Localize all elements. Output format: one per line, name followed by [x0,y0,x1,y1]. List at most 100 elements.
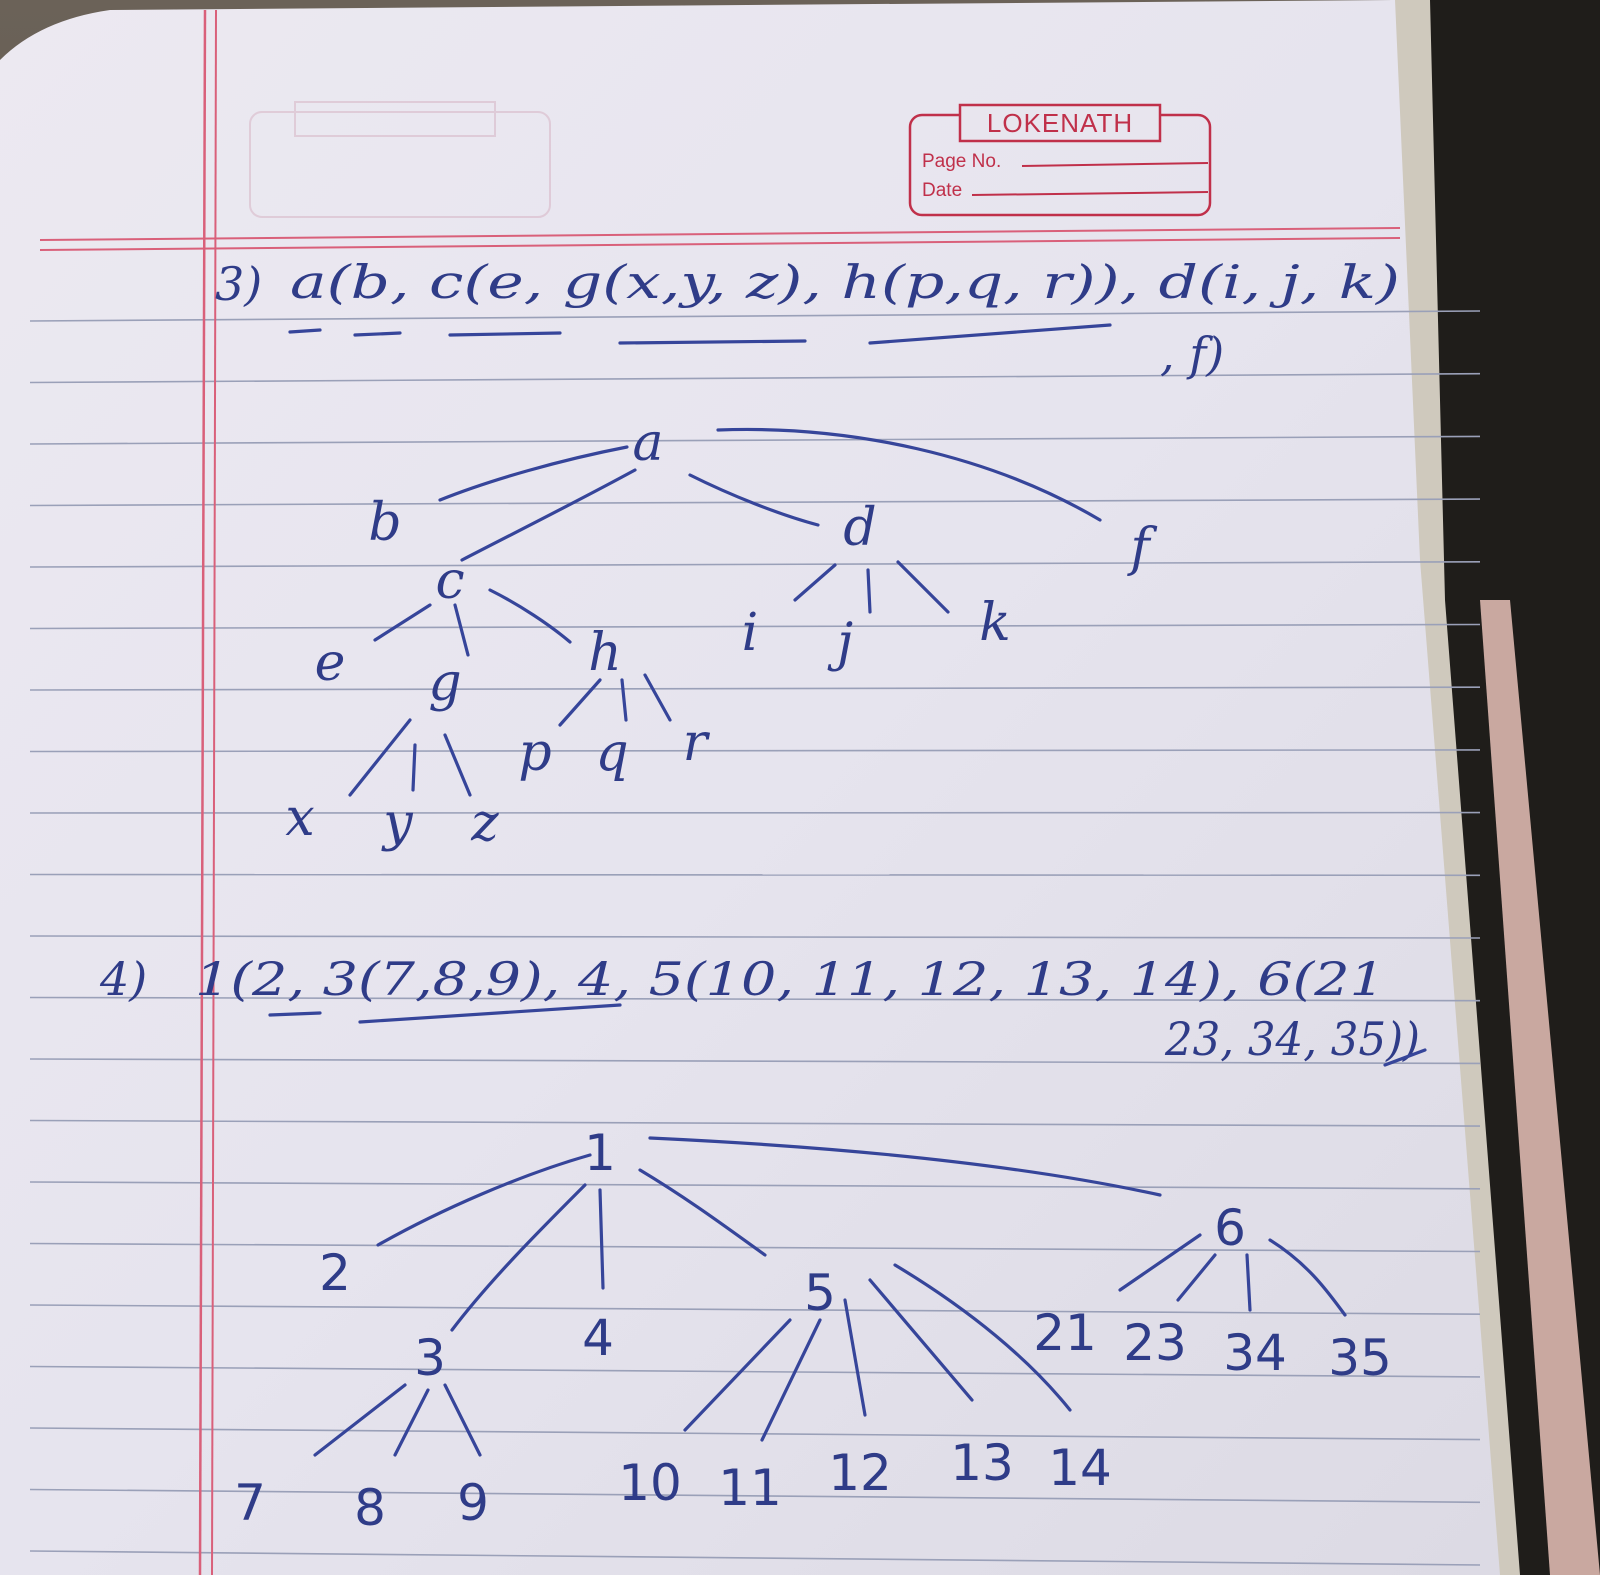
ruled-line [29,686,1481,691]
edge-a-d [688,473,820,527]
stamp-date-label: Date [922,180,962,201]
ruled-line [29,1304,1481,1315]
edge-c-g [453,603,470,657]
ruled-line [29,1058,1481,1065]
edge-a-f [716,427,1102,522]
bleed-through-stamp [249,101,551,218]
node-2: 2 [319,1244,351,1302]
edge-c-e [373,603,432,642]
edge-1-3 [450,1183,587,1332]
edge-3-9 [443,1383,482,1457]
node-9: 9 [457,1474,489,1532]
edge-a-b [438,445,629,502]
node-e: e [315,633,346,693]
problem-4-number: 4) [99,952,147,1006]
node-c: c [435,551,464,611]
problem-4: 4) 1(2, 3(7,8,9), 4, 5(10, 11, 12, 13, 1… [99,952,1427,1537]
node-3: 3 [414,1329,446,1387]
ruled-line [29,873,1481,877]
margin-line-top [39,227,1401,241]
problem-3-number: 3) [215,257,262,311]
node-10: 10 [618,1454,682,1512]
problem-4-expression-line2: 23, 34, 35)) [1164,1012,1420,1066]
ruled-line [29,310,1481,322]
edge-5-13 [868,1278,974,1402]
node-7: 7 [234,1474,266,1532]
node-21: 21 [1033,1304,1097,1362]
ruled-line [29,1427,1481,1441]
cover-edge [1480,600,1600,1575]
edge-h-p [558,678,602,727]
margin-line-left [198,9,207,1575]
ruled-line [29,749,1481,753]
margin-line-left-2 [211,9,217,1575]
node-k: k [979,593,1011,653]
problem-3-expression-line1: a(b, c(e, g(x,y, z), h(p,q, r)), d(i, j,… [290,255,1400,309]
node-x: x [285,788,314,848]
node-34: 34 [1223,1324,1287,1382]
node-13: 13 [950,1434,1014,1492]
page-edges [1390,0,1520,1575]
node-6: 6 [1214,1199,1246,1257]
edge-6-23 [1176,1253,1217,1302]
edge-h-r [643,673,672,722]
node-i: i [742,603,759,663]
ruled-line [29,935,1481,939]
edge-h-q [620,678,628,722]
edge-d-j [866,568,872,614]
edge-1-2 [376,1153,592,1247]
node-z: z [470,793,499,853]
edge-d-i [793,563,837,602]
problem-3-underlines [288,323,1112,345]
node-5: 5 [804,1264,836,1322]
problem-3-expression-line2: , f) [1160,327,1224,381]
ruled-line [29,1365,1481,1378]
node-35: 35 [1328,1329,1392,1387]
edge-6-21 [1118,1233,1202,1292]
node-1: 1 [584,1124,616,1182]
edge-g-y [411,743,417,792]
margin-line-top-2 [39,237,1401,251]
stamp-page-no-label: Page No. [922,151,1001,172]
node-12: 12 [828,1444,892,1502]
node-g: g [428,653,461,713]
ruled-lines [29,310,1481,1566]
edge-a-c [460,468,637,562]
edge-g-x [348,718,412,797]
problem-4-expression-line1: 1(2, 3(7,8,9), 4, 5(10, 11, 12, 13, 14),… [195,952,1385,1006]
node-b: b [368,493,401,553]
edge-3-7 [313,1383,407,1457]
edge-c-h [488,588,572,644]
edge-6-35 [1268,1238,1347,1317]
ruled-line [29,1181,1481,1190]
edge-1-4 [598,1188,605,1290]
ruled-line [29,1550,1481,1566]
edge-5-12 [843,1298,867,1417]
node-14: 14 [1048,1439,1112,1497]
node-y: y [381,793,413,853]
edge-d-k [896,560,950,614]
ruled-line [29,372,1481,384]
ruled-line [29,623,1481,630]
edge-g-z [443,733,472,797]
edge-5-10 [683,1318,792,1432]
node-23: 23 [1123,1314,1187,1372]
node-8: 8 [354,1479,386,1537]
node-d: d [843,498,876,558]
edge-5-11 [760,1318,822,1442]
ruled-line [29,1488,1481,1504]
notebook-page [0,0,1500,1575]
ruled-line [29,1119,1481,1127]
node-4: 4 [582,1309,614,1367]
node-p: p [518,723,551,783]
stamp-brand: LOKENATH [987,108,1133,138]
node-q: q [595,723,628,783]
node-11: 11 [718,1459,782,1517]
problem-4-underlines [268,1003,1427,1067]
node-h: h [588,623,622,683]
edge-3-8 [393,1388,430,1457]
ruled-line [29,435,1481,445]
edge-5-14 [893,1263,1072,1412]
ruled-line [29,560,1481,568]
